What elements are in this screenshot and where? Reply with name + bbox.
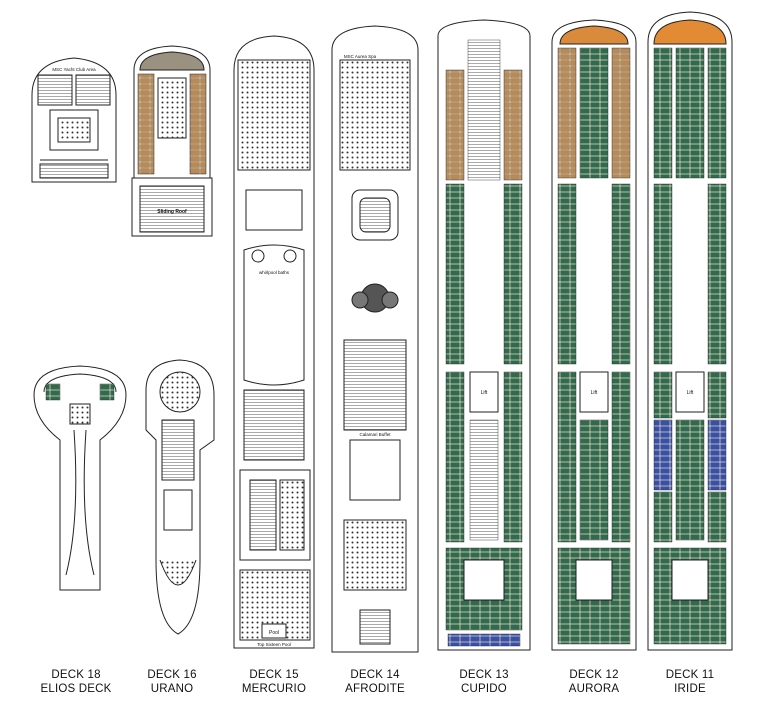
deck-14-caption: DECK 14 AFRODITE xyxy=(320,668,430,696)
whirlpool-label: whirlpool baths xyxy=(259,270,290,275)
sliding-roof-label: Sliding Roof xyxy=(157,209,187,215)
deck-15-pool-label: Pool xyxy=(269,630,279,636)
calamari-buffet-label: Calamari Buffet xyxy=(360,432,392,437)
deck-18-upper-plan xyxy=(31,57,117,183)
deck-11-caption: DECK 11 IRIDE xyxy=(635,668,745,696)
yacht-club-area-label: MSC Yacht Club Area xyxy=(52,67,96,72)
deck-16-lower-plan xyxy=(145,359,215,635)
deck-16-caption: DECK 16 URANO xyxy=(117,668,227,696)
top-sixteen-pool-label: Top Sixteen Pool xyxy=(257,642,291,647)
deck-11-name: IRIDE xyxy=(674,683,706,695)
deck-16-number: DECK 16 xyxy=(147,669,197,681)
deck-14-number: DECK 14 xyxy=(350,669,400,681)
deck-12-name: AURORA xyxy=(568,683,620,695)
deck-12-lift-label: Lift xyxy=(591,390,598,396)
deck-15-plan xyxy=(233,35,315,649)
deck-12-plan xyxy=(551,19,637,651)
deck-18-lower-plan xyxy=(33,365,127,591)
deck-13-caption: DECK 13 CUPIDO xyxy=(429,668,539,696)
aurea-spa-label: MSC Aurea Spa xyxy=(344,54,377,59)
deck-11-plan xyxy=(647,11,733,651)
deck-15-caption: DECK 15 MERCURIO xyxy=(219,668,329,696)
deck-11-lift-label: Lift xyxy=(687,390,694,396)
deck-13-number: DECK 13 xyxy=(459,669,509,681)
deck-16-upper-plan xyxy=(131,45,213,237)
deck-12-caption: DECK 12 AURORA xyxy=(539,668,649,696)
deck-18-number: DECK 18 xyxy=(51,669,101,681)
deck-15-number: DECK 15 xyxy=(249,669,299,681)
deck-12-number: DECK 12 xyxy=(569,669,619,681)
deck-18-name: ELIOS DECK xyxy=(40,683,112,695)
deck-15-name: MERCURIO xyxy=(241,683,307,695)
deck-14-plan xyxy=(331,25,419,653)
deck-13-name: CUPIDO xyxy=(461,683,507,695)
deck-18-caption: DECK 18 ELIOS DECK xyxy=(21,668,131,696)
deck-13-lift-label: Lift xyxy=(481,390,488,396)
deck-16-name: URANO xyxy=(150,683,194,695)
deck-11-number: DECK 11 xyxy=(665,669,715,681)
deck-13-plan xyxy=(437,19,531,651)
deck-14-name: AFRODITE xyxy=(345,683,405,695)
